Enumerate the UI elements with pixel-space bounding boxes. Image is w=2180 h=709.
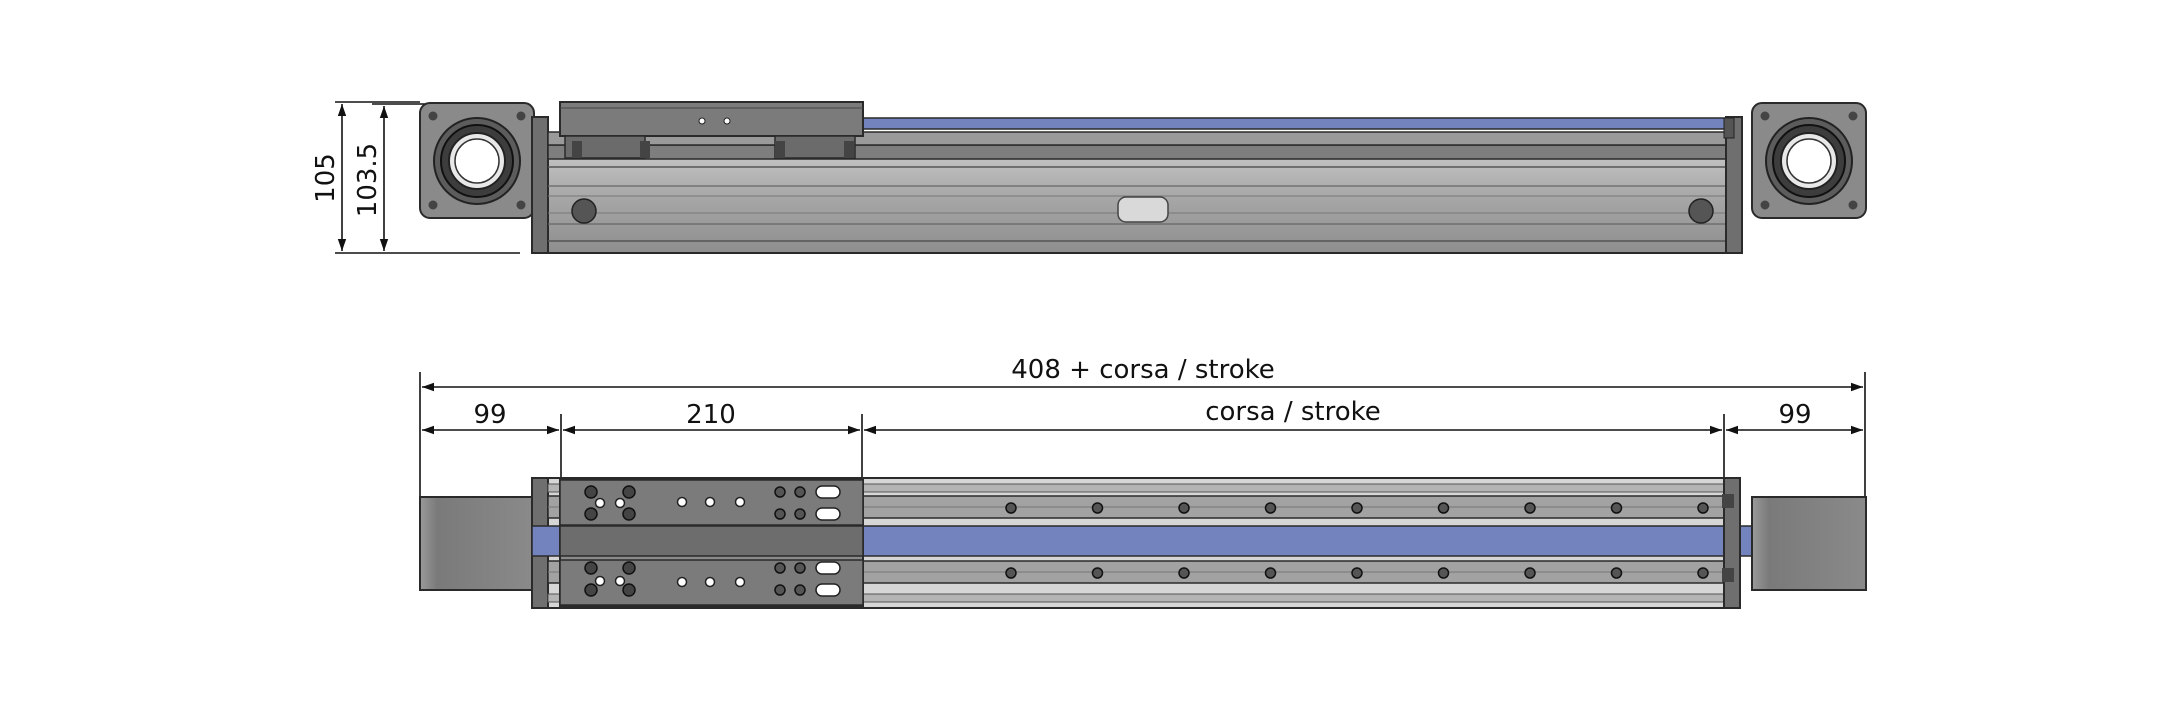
rail-screw xyxy=(1091,567,1104,579)
side-view: 105 103.5 xyxy=(311,101,1867,254)
aluminium-profile-side xyxy=(547,144,1735,254)
carriage-hole xyxy=(594,575,606,587)
rail-screw xyxy=(1610,502,1623,514)
carriage-hole xyxy=(676,496,688,508)
carriage-bolt xyxy=(794,584,806,596)
carriage-hole xyxy=(704,496,716,508)
carriage-side xyxy=(559,101,864,159)
left-motor-block-top xyxy=(419,496,535,591)
profile-plug-right xyxy=(1688,198,1714,224)
carriage-bolt xyxy=(774,584,786,596)
carriage-hole xyxy=(704,576,716,588)
rail-screw xyxy=(1005,567,1017,579)
right-motor-block-top xyxy=(1751,496,1867,591)
height-dimension-inner: 103.5 xyxy=(353,103,460,251)
carriage-slot xyxy=(815,583,841,597)
length-dimensions: 408 + corsa / stroke 99 210 corsa / stro… xyxy=(419,355,1866,500)
carriage-bolt xyxy=(622,485,636,499)
height-label-105: 105 xyxy=(311,153,341,203)
overall-length-label: 408 + corsa / stroke xyxy=(1011,355,1275,385)
rail-screw xyxy=(1178,502,1190,514)
carriage-bolt xyxy=(584,561,598,575)
carriage-length-label: 210 xyxy=(686,400,736,430)
carriage-bolt xyxy=(622,583,636,597)
carriage-holes xyxy=(584,485,841,597)
carriage-slot xyxy=(815,485,841,499)
rail-screw xyxy=(1524,567,1536,579)
rail-screw xyxy=(1264,567,1277,579)
carriage-bolt xyxy=(774,508,786,520)
rail-screw xyxy=(1610,567,1623,579)
carriage-hole xyxy=(594,497,606,509)
carriage-bolt xyxy=(774,562,786,574)
rail-screw xyxy=(1437,502,1450,514)
rail-screw xyxy=(1005,502,1017,514)
rail-screw xyxy=(1178,567,1190,579)
right-end-length-label: 99 xyxy=(1778,400,1811,430)
rail-screw xyxy=(1351,502,1363,514)
carriage-bolt xyxy=(794,562,806,574)
rail-screw xyxy=(1091,502,1104,514)
height-dimension-outer: 105 xyxy=(311,101,520,254)
rail-screw xyxy=(1524,502,1536,514)
rail-screw xyxy=(1437,567,1450,579)
carriage-hole xyxy=(614,575,626,587)
carriage-bolt xyxy=(794,486,806,498)
carriage-slot xyxy=(815,561,841,575)
top-view xyxy=(419,477,1867,609)
profile-plug-left xyxy=(571,198,597,224)
carriage-bolt xyxy=(622,507,636,521)
rail-screw xyxy=(1697,502,1709,514)
carriage-hole xyxy=(676,576,688,588)
carriage-bolt xyxy=(774,486,786,498)
height-label-103-5: 103.5 xyxy=(353,143,383,217)
carriage-bolt xyxy=(584,583,598,597)
carriage-top xyxy=(559,479,864,607)
carriage-bolt xyxy=(622,561,636,575)
carriage-bolt xyxy=(794,508,806,520)
left-motor-flange xyxy=(419,102,535,219)
rail-screw xyxy=(1351,567,1363,579)
belt-side xyxy=(861,117,1727,130)
rail-screw xyxy=(1697,567,1709,579)
carriage-bolt xyxy=(584,485,598,499)
carriage-hole xyxy=(614,497,626,509)
rail-screw xyxy=(1264,502,1277,514)
carriage-hole xyxy=(734,496,746,508)
right-motor-flange xyxy=(1751,102,1867,219)
left-end-cap xyxy=(531,116,549,254)
carriage-hole xyxy=(734,576,746,588)
left-end-length-label: 99 xyxy=(473,400,506,430)
carriage-bolt xyxy=(584,507,598,521)
rail-screws xyxy=(1005,502,1709,579)
carriage-slot xyxy=(815,507,841,521)
profile-slot-cover xyxy=(1117,196,1169,223)
stroke-length-label: corsa / stroke xyxy=(1205,397,1381,427)
right-end-cap xyxy=(1725,116,1743,254)
